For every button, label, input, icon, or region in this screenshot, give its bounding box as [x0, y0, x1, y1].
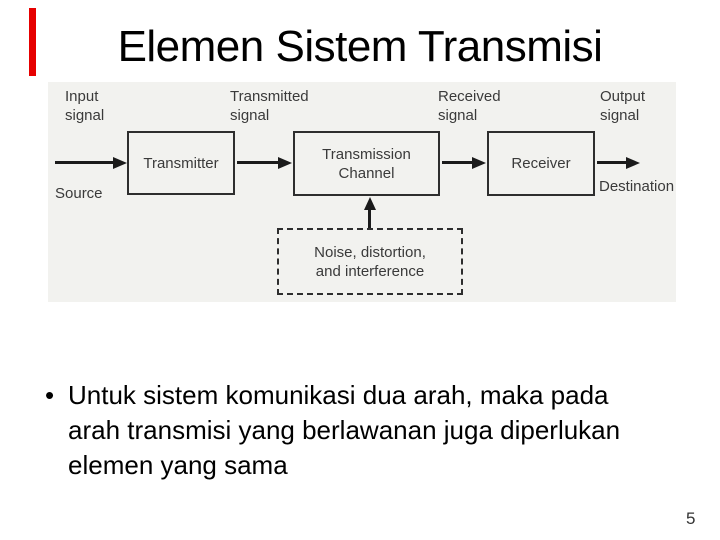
bullet-text: Untuk sistem komunikasi dua arah, maka p…	[68, 378, 620, 483]
transmission-channel-box: Transmission Channel	[293, 131, 440, 196]
arrow-shaft	[55, 161, 115, 164]
block-label: Channel	[338, 164, 395, 182]
block-label: Transmission	[322, 145, 411, 163]
label-source: Source	[55, 185, 103, 202]
block-label: Transmitter	[143, 154, 219, 172]
arrow-shaft	[442, 161, 473, 164]
bullet-line: elemen yang sama	[68, 450, 288, 480]
label-line: Output	[600, 88, 646, 105]
transmitter-box: Transmitter	[127, 131, 235, 195]
label-received-signal: Received signal	[438, 87, 501, 125]
arrow-head-right-icon	[472, 156, 486, 169]
label-line: Transmitted	[230, 88, 309, 105]
receiver-box: Receiver	[487, 131, 595, 196]
label-output-signal: Output signal	[600, 87, 645, 125]
label-transmitted-signal: Transmitted signal	[230, 87, 309, 125]
label-line: Input	[65, 88, 99, 105]
label-line: Received	[438, 88, 501, 105]
noise-box-line: and interference	[315, 262, 425, 280]
noise-box: Noise, distortion, and interference	[277, 228, 463, 295]
arrow-head-up-icon	[363, 197, 376, 210]
bullet-marker: •	[45, 380, 55, 410]
red-accent-bar	[29, 8, 36, 76]
page-title: Elemen Sistem Transmisi	[117, 22, 603, 71]
bullet-line: Untuk sistem komunikasi dua arah, maka p…	[68, 380, 609, 410]
arrow-shaft	[368, 208, 371, 228]
label-line: signal	[65, 107, 105, 124]
arrow-head-right-icon	[278, 156, 292, 169]
label-line: signal	[230, 107, 270, 124]
arrow-head-right-icon	[626, 156, 640, 169]
arrow-shaft	[237, 161, 279, 164]
arrow-shaft	[597, 161, 627, 164]
block-label: Receiver	[511, 155, 571, 172]
label-input-signal: Input signal	[65, 87, 104, 125]
bullet-line: arah transmisi yang berlawanan juga dipe…	[68, 415, 621, 445]
label-line: signal	[438, 107, 478, 124]
page-number: 5	[686, 509, 696, 528]
label-destination: Destination	[599, 178, 675, 195]
figure-background	[48, 82, 676, 302]
label-line: signal	[600, 107, 640, 124]
noise-box-line: Noise, distortion,	[314, 243, 426, 261]
arrow-head-right-icon	[113, 156, 127, 169]
